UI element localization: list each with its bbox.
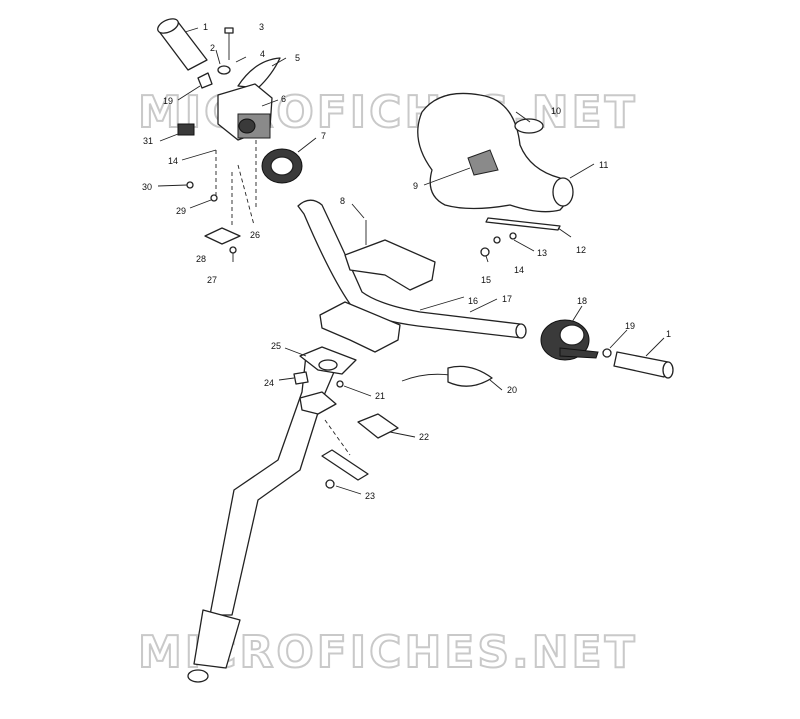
- screw-27: [229, 246, 237, 262]
- nut-24: [293, 371, 309, 385]
- callout-26: 26: [250, 230, 260, 240]
- callout-19-left: 19: [163, 96, 173, 106]
- callout-17: 17: [502, 294, 512, 304]
- callout-1-right: 1: [666, 329, 671, 339]
- callout-21: 21: [375, 391, 385, 401]
- cable-clamp-31: [177, 123, 195, 136]
- callout-24: 24: [264, 378, 274, 388]
- callout-16: 16: [468, 296, 478, 306]
- callout-23: 23: [365, 491, 375, 501]
- throttle-housing-6: [217, 83, 273, 141]
- callout-1-left: 1: [203, 22, 208, 32]
- callout-5: 5: [295, 53, 300, 63]
- callout-22: 22: [419, 432, 429, 442]
- grip-end-plug-right: [602, 348, 612, 358]
- callout-14-right: 14: [514, 265, 524, 275]
- mounting-plate-28: [204, 227, 241, 245]
- handlebar-pad-11: [417, 92, 574, 213]
- right-control-18: [540, 319, 599, 361]
- post-plate-25: [299, 346, 357, 375]
- callout-13: 13: [537, 248, 547, 258]
- callout-6: 6: [281, 94, 286, 104]
- wire-harness-20: [401, 365, 493, 387]
- pad-strap-12: [485, 217, 561, 231]
- throttle-lever-5: [237, 57, 281, 89]
- handlebar-16: [297, 199, 527, 339]
- post-clamp-21: [299, 380, 344, 415]
- pad-hardware: [480, 232, 517, 257]
- callout-18: 18: [577, 296, 587, 306]
- small-hardware-left: [186, 140, 257, 226]
- callout-10: 10: [551, 106, 561, 116]
- washer-2: [217, 65, 231, 75]
- callout-2: 2: [210, 43, 215, 53]
- callout-19-right: 19: [625, 321, 635, 331]
- grip-end-plug-left: [197, 72, 213, 89]
- callout-14-left: 14: [168, 156, 178, 166]
- bracket-22: [357, 413, 399, 439]
- callout-27: 27: [207, 275, 217, 285]
- right-grip: [613, 351, 674, 379]
- callout-8: 8: [340, 196, 345, 206]
- callout-11: 11: [599, 160, 608, 170]
- watermark-top: MICROFICHES.NET: [138, 87, 638, 138]
- callout-25: 25: [271, 341, 281, 351]
- left-grip: [157, 18, 208, 71]
- callout-29: 29: [176, 206, 186, 216]
- callout-30: 30: [142, 182, 152, 192]
- leader-lines: [157, 27, 665, 495]
- lower-clamp: [319, 301, 401, 353]
- callout-7: 7: [321, 131, 326, 141]
- switch-housing-7: [261, 148, 303, 184]
- callout-3: 3: [259, 22, 264, 32]
- bolt-3: [224, 27, 234, 60]
- callout-labels: 1 2 3 4 5 6 7 8 9 10 11 12 13 14 15 16 1…: [142, 22, 671, 501]
- callout-4: 4: [260, 49, 265, 59]
- callout-12: 12: [576, 245, 586, 255]
- bushing-23: [321, 419, 369, 489]
- upper-clamp-8: [344, 220, 436, 291]
- callout-9: 9: [413, 181, 418, 191]
- callout-15: 15: [481, 275, 491, 285]
- callout-28: 28: [196, 254, 206, 264]
- callout-20: 20: [507, 385, 517, 395]
- callout-31: 31: [143, 136, 153, 146]
